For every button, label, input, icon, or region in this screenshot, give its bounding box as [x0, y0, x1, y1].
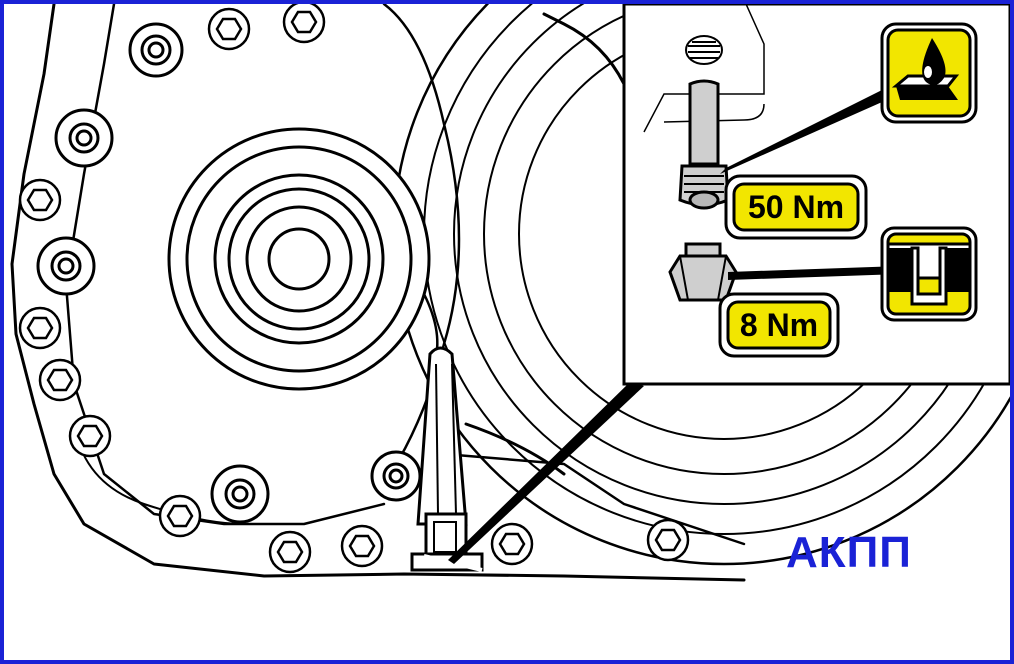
inset-pointer	[448, 382, 644, 564]
torque-badge-50: 50 Nm	[724, 174, 868, 240]
transmission-drawing: 50 Nm 8 Nm	[10, 4, 1010, 582]
sealing-washer-icon	[880, 226, 978, 322]
mounting-bosses	[36, 22, 422, 524]
drain-plug-50nm	[678, 79, 730, 210]
output-shaft	[167, 127, 439, 391]
filler-tube	[410, 346, 484, 572]
hex-bolts	[18, 4, 690, 574]
detail-inset: 50 Nm 8 Nm	[622, 4, 1010, 386]
torque-badge-8: 8 Nm	[718, 292, 840, 358]
transmission-caption: АКПП	[786, 528, 912, 577]
oil-drop-icon	[880, 22, 978, 124]
torque-label-50: 50 Nm	[748, 189, 844, 225]
torque-label-8: 8 Nm	[740, 307, 818, 343]
